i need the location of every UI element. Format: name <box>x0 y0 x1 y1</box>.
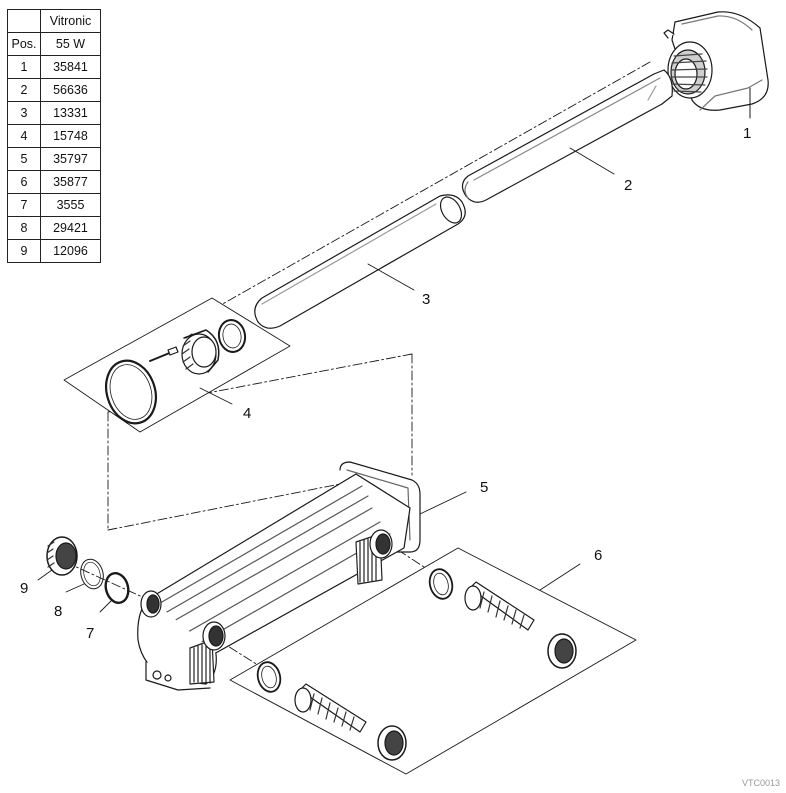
table-cell-part: 35797 <box>40 147 101 171</box>
housing-part <box>137 461 421 691</box>
table-cell-part: 35877 <box>40 170 101 194</box>
table-cell-part: 13331 <box>40 101 101 125</box>
uvc-lamp-head-part <box>663 11 769 119</box>
callout-1: 1 <box>743 125 751 142</box>
leader-lines <box>37 147 615 613</box>
hose-connector-set-part <box>229 547 637 775</box>
table-header-power: 55 W <box>40 32 101 56</box>
quartz-glass-part <box>254 194 466 329</box>
flat-seal-part-8 <box>80 558 104 590</box>
callout-4: 4 <box>243 405 251 422</box>
table-cell-part: 56636 <box>40 78 101 102</box>
callout-3: 3 <box>422 291 430 308</box>
callout-2: 2 <box>624 177 632 194</box>
hose-tail-lower <box>294 683 367 733</box>
callout-7: 7 <box>86 625 94 642</box>
seal-set-part <box>63 297 291 433</box>
union-nut-part-9 <box>46 536 78 576</box>
table-cell-pos: 4 <box>7 124 41 148</box>
table-cell-pos: 7 <box>7 193 41 217</box>
callout-6: 6 <box>594 547 602 564</box>
drawing-code: VTC0013 <box>742 778 780 788</box>
table-cell-pos: 6 <box>7 170 41 194</box>
callout-5: 5 <box>480 479 488 496</box>
table-cell-part: 29421 <box>40 216 101 240</box>
callout-9: 9 <box>20 580 28 597</box>
table-cell-part: 12096 <box>40 239 101 263</box>
callout-8: 8 <box>54 603 62 620</box>
uvc-lamp-part <box>461 69 673 203</box>
table-cell-pos: 3 <box>7 101 41 125</box>
table-cell-part: 35841 <box>40 55 101 79</box>
seal-ring-part-7 <box>104 572 130 604</box>
hose-tail-upper <box>464 581 535 631</box>
